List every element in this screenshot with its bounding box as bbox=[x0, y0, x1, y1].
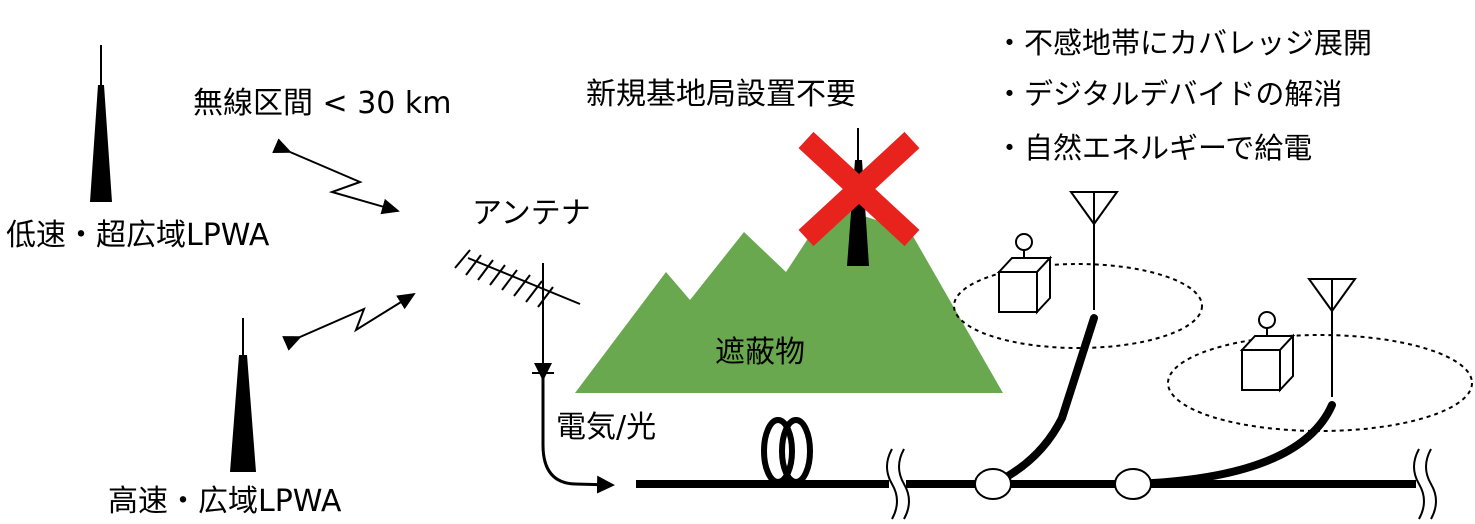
fiber-branch-2 bbox=[1114, 401, 1336, 500]
benefit-item: ・デジタルデバイドの解消 bbox=[995, 77, 1342, 111]
antenna-label: アンテナ bbox=[472, 196, 591, 231]
benefit-item: ・自然エネルギーで給電 bbox=[995, 131, 1312, 165]
electric-optical-label: 電気/光 bbox=[556, 410, 656, 445]
coverage-area-1 bbox=[953, 263, 1203, 349]
wireless-range-label: 無線区間 < 30 km bbox=[193, 86, 452, 121]
high-speed-lpwa-label: 高速・広域LPWA bbox=[108, 484, 342, 519]
coverage-area-2 bbox=[1167, 334, 1473, 432]
tower-icon bbox=[90, 45, 112, 202]
fiber-coil-icon bbox=[761, 417, 813, 485]
mountain-obstacle bbox=[575, 205, 1003, 393]
sensor-box-icon bbox=[1239, 311, 1296, 393]
no-new-station-label: 新規基地局設置不要 bbox=[586, 77, 856, 112]
cross-icon bbox=[798, 131, 920, 247]
wireless-link-lower bbox=[282, 292, 416, 351]
low-speed-lpwa-label: 低速・超広域LPWA bbox=[6, 218, 270, 253]
fiber-branch-1 bbox=[974, 314, 1098, 500]
wireless-link-upper bbox=[272, 138, 400, 215]
obstacle-label: 遮蔽物 bbox=[715, 335, 805, 370]
sensor-box-icon bbox=[996, 233, 1053, 315]
antenna-icon bbox=[1069, 191, 1119, 310]
tower-icon bbox=[230, 318, 256, 472]
benefit-item: ・不感地帯にカバレッジ展開 bbox=[995, 26, 1372, 60]
feed-arrow bbox=[534, 363, 615, 494]
antenna-icon bbox=[1307, 278, 1357, 397]
yagi-antenna-icon bbox=[454, 249, 581, 374]
